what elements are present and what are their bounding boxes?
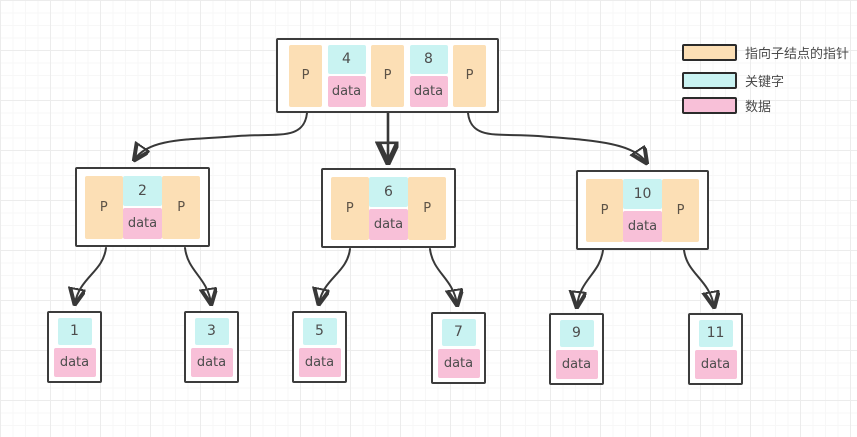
key-swatch	[682, 72, 737, 89]
legend-label: 关键字	[745, 75, 785, 90]
data-label: data	[561, 356, 592, 372]
pointer-label: P	[676, 202, 685, 218]
pointer-label: P	[345, 200, 354, 216]
pointer-cell: P	[453, 44, 486, 107]
key-cell: 4	[327, 44, 366, 74]
key-cell: 6	[368, 176, 409, 207]
pointer-label: P	[99, 199, 108, 215]
key-cell: 2	[122, 175, 163, 206]
edge-internal2-to-leaf-5	[319, 248, 351, 303]
key-label: 4	[342, 51, 351, 67]
key-label: 2	[138, 182, 147, 199]
data-label: data	[373, 216, 404, 232]
key-label: 3	[207, 323, 216, 339]
data-label: data	[413, 83, 444, 99]
data-cell: data	[555, 349, 598, 379]
pointer-label: P	[423, 200, 432, 216]
edge-internal2-to-leaf-7	[429, 248, 457, 304]
edge-internal1-to-leaf-1	[75, 247, 107, 303]
leaf-node-11: 11 data	[688, 313, 743, 385]
data-cell: data	[190, 347, 233, 377]
internal-node-1: P 2 data P	[75, 167, 210, 247]
key-cell: 3	[194, 317, 229, 345]
key-data-stack: 6 data	[368, 176, 409, 240]
key-cell: 9	[559, 319, 594, 347]
data-cell: data	[437, 348, 480, 378]
pointer-cell: P	[586, 178, 624, 242]
data-cell: data	[327, 75, 366, 107]
data-cell: data	[623, 210, 662, 242]
key-cell: 10	[623, 178, 662, 209]
data-label: data	[127, 215, 158, 231]
legend-label: 数据	[745, 100, 772, 115]
data-cell: data	[409, 75, 448, 107]
legend-item-data: 数据	[682, 96, 771, 115]
key-label: 11	[706, 325, 725, 341]
root-node: P 4 data P 8 data P	[276, 38, 499, 113]
data-cell: data	[122, 207, 163, 239]
key-label: 8	[424, 51, 433, 67]
leaf-node-1: 1 data	[47, 311, 102, 383]
key-cell: 1	[57, 317, 92, 345]
pointer-label: P	[600, 202, 609, 218]
data-swatch	[682, 97, 737, 114]
data-cell: data	[298, 347, 341, 377]
edge-internal1-to-leaf-3	[184, 247, 211, 303]
pointer-cell: P	[162, 175, 200, 239]
key-data-stack: 10 data	[623, 178, 662, 242]
key-cell: 11	[698, 319, 733, 347]
legend-item-pointer: 指向子结点的指针	[682, 43, 849, 62]
key-data-stack: 4 data	[327, 44, 366, 107]
data-label: data	[331, 83, 362, 99]
edge-internal3-to-leaf-9	[577, 249, 604, 306]
key-label: 6	[384, 183, 393, 200]
legend-item-key: 关键字	[682, 71, 784, 90]
leaf-node-5: 5 data	[292, 311, 347, 383]
key-label: 1	[70, 323, 79, 339]
edge-root-to-internal-3	[467, 112, 646, 162]
key-cell: 5	[302, 317, 337, 345]
data-cell: data	[368, 208, 409, 240]
data-cell: data	[53, 347, 96, 377]
pointer-swatch	[682, 44, 737, 61]
data-label: data	[196, 354, 227, 370]
edge-internal3-to-leaf-11	[683, 249, 714, 306]
pointer-label: P	[301, 68, 310, 83]
pointer-cell: P	[331, 176, 369, 240]
edge-root-to-internal-1	[135, 112, 308, 159]
pointer-cell: P	[408, 176, 446, 240]
data-label: data	[700, 356, 731, 372]
key-data-stack: 8 data	[409, 44, 448, 107]
pointer-cell: P	[371, 44, 404, 107]
key-label: 10	[633, 185, 652, 202]
leaf-node-7: 7 data	[431, 312, 486, 384]
pointer-cell: P	[289, 44, 322, 107]
pointer-label: P	[465, 68, 474, 83]
key-label: 9	[572, 325, 581, 341]
key-data-stack: 2 data	[122, 175, 163, 239]
data-label: data	[443, 355, 474, 371]
internal-node-2: P 6 data P	[321, 168, 456, 248]
data-label: data	[627, 218, 658, 234]
key-cell: 7	[441, 318, 476, 346]
pointer-cell: P	[85, 175, 123, 239]
pointer-cell: P	[661, 178, 699, 242]
internal-node-3: P 10 data P	[576, 170, 709, 250]
key-label: 5	[315, 323, 324, 339]
legend-label: 指向子结点的指针	[745, 47, 850, 62]
data-label: data	[59, 354, 90, 370]
data-label: data	[304, 354, 335, 370]
pointer-label: P	[383, 68, 392, 83]
pointer-label: P	[177, 199, 186, 215]
leaf-node-3: 3 data	[184, 311, 239, 383]
data-cell: data	[694, 349, 737, 379]
key-label: 7	[454, 324, 463, 340]
leaf-node-9: 9 data	[549, 313, 604, 385]
key-cell: 8	[409, 44, 448, 74]
